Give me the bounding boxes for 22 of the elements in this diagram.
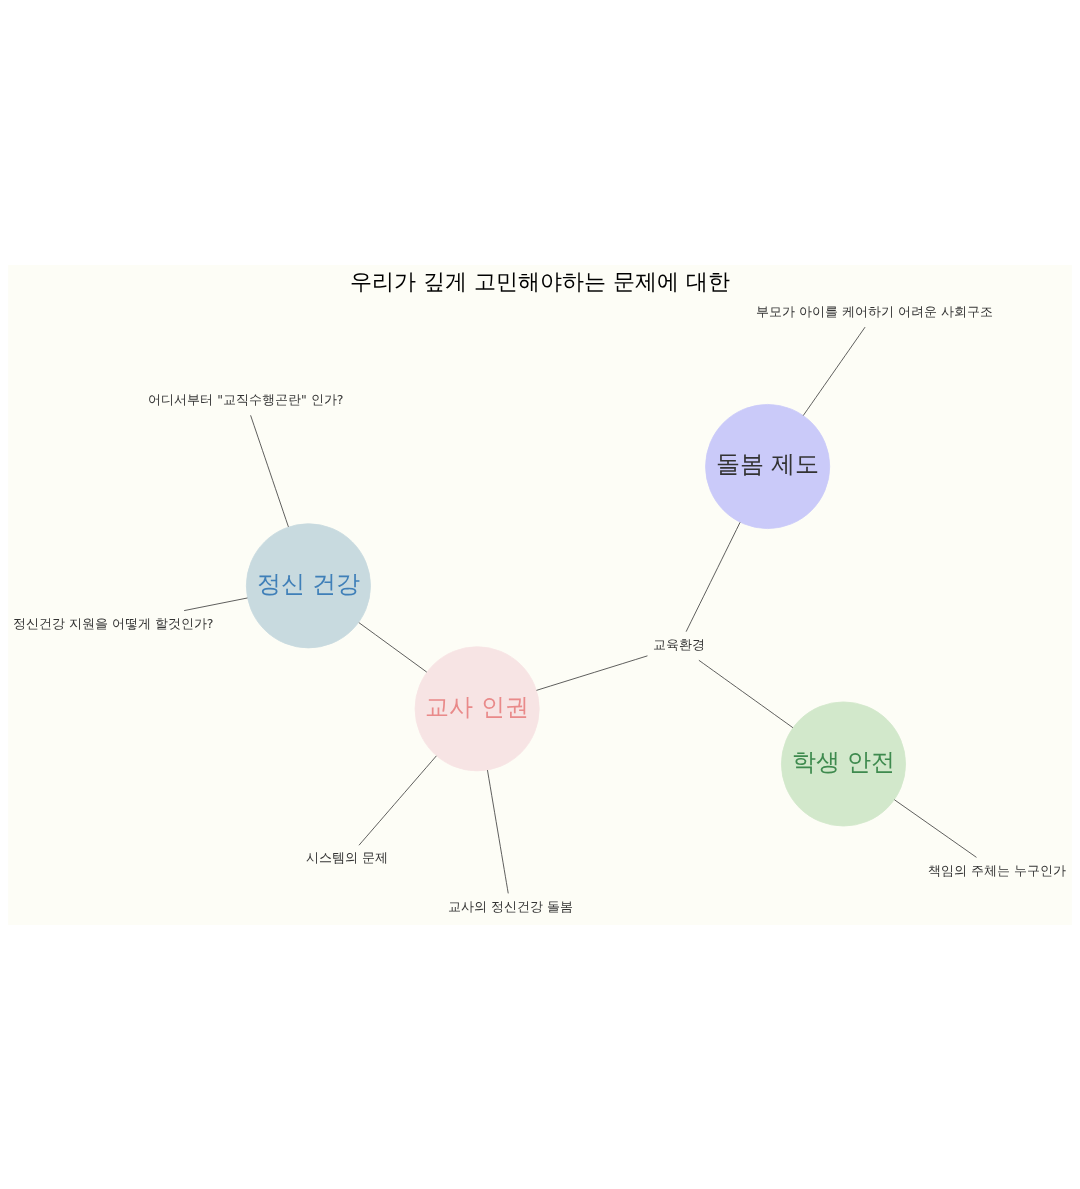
node-text: 부모가 아이를 케어하기 어려운 사회구조	[756, 303, 994, 319]
node-text: 교사의 정신건강 돌봄	[448, 898, 574, 914]
node-circle: 정신 건강	[245, 522, 371, 648]
connector	[358, 754, 437, 846]
node-text: 교육환경	[653, 636, 706, 652]
diagram-title: 우리가 깊게 고민해야하는 문제에 대한	[350, 268, 730, 294]
connector	[487, 769, 509, 894]
node-circle: 돌봄 제도	[705, 403, 831, 529]
connector	[698, 659, 794, 728]
node-circle: 학생 안전	[781, 701, 906, 826]
connector	[802, 326, 866, 416]
node-text: 책임의 주체는 누구인가	[927, 862, 1066, 878]
connector	[536, 654, 648, 691]
connector	[183, 597, 248, 611]
node-text: 어디서부터 "교직수행곤란" 인가?	[148, 391, 344, 407]
connector	[893, 798, 977, 858]
node-circle: 교사 인권	[414, 645, 540, 771]
connector	[358, 621, 428, 672]
node-text: 정신건강 지원을 어떻게 할것인가?	[12, 615, 214, 631]
connector	[250, 414, 289, 527]
connector	[685, 521, 741, 632]
node-text: 시스템의 문제	[305, 849, 388, 865]
